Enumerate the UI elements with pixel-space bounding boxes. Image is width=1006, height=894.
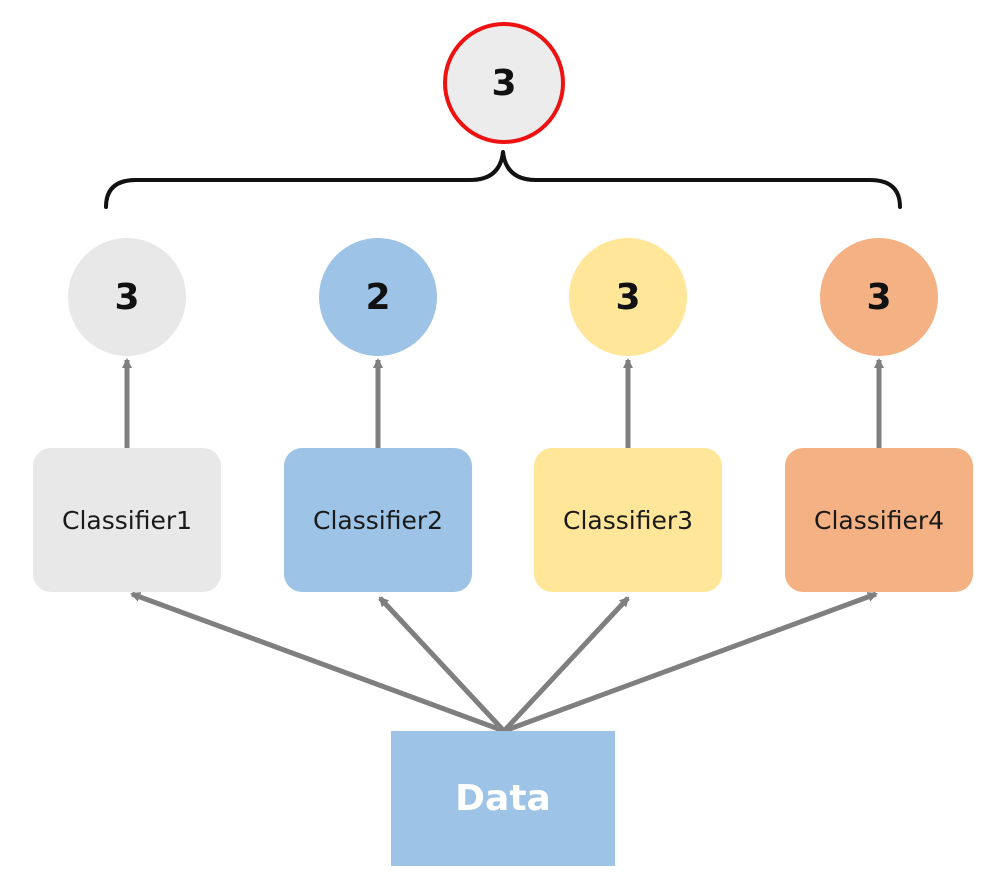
grouping-brace [104,150,902,209]
data-box: Data [391,731,615,866]
arrow-data-to-classifier3 [502,596,630,733]
classifier-label: Classifier4 [813,505,945,535]
classifier4-box: Classifier4 [785,448,973,592]
classifier1-box: Classifier1 [33,448,221,592]
vote-value: 3 [615,276,641,318]
arrow-data-to-classifier4 [503,591,878,734]
vote-value: 2 [365,276,391,318]
vote-value: 3 [114,276,140,318]
final-vote-circle: 3 [443,22,565,144]
data-label: Data [455,778,551,819]
arrow-data-to-classifier2 [378,596,506,733]
classifier-label: Classifier1 [61,505,193,535]
vote-circle-classifier3: 3 [569,238,687,356]
classifier2-box: Classifier2 [284,448,472,592]
final-vote-value: 3 [491,62,517,104]
classifier3-box: Classifier3 [534,448,722,592]
arrow-data-to-classifier1 [130,591,505,734]
classifier-label: Classifier2 [312,505,444,535]
classifier-label: Classifier3 [562,505,694,535]
vote-circle-classifier4: 3 [820,238,938,356]
vote-value: 3 [866,276,892,318]
vote-circle-classifier2: 2 [319,238,437,356]
vote-circle-classifier1: 3 [68,238,186,356]
